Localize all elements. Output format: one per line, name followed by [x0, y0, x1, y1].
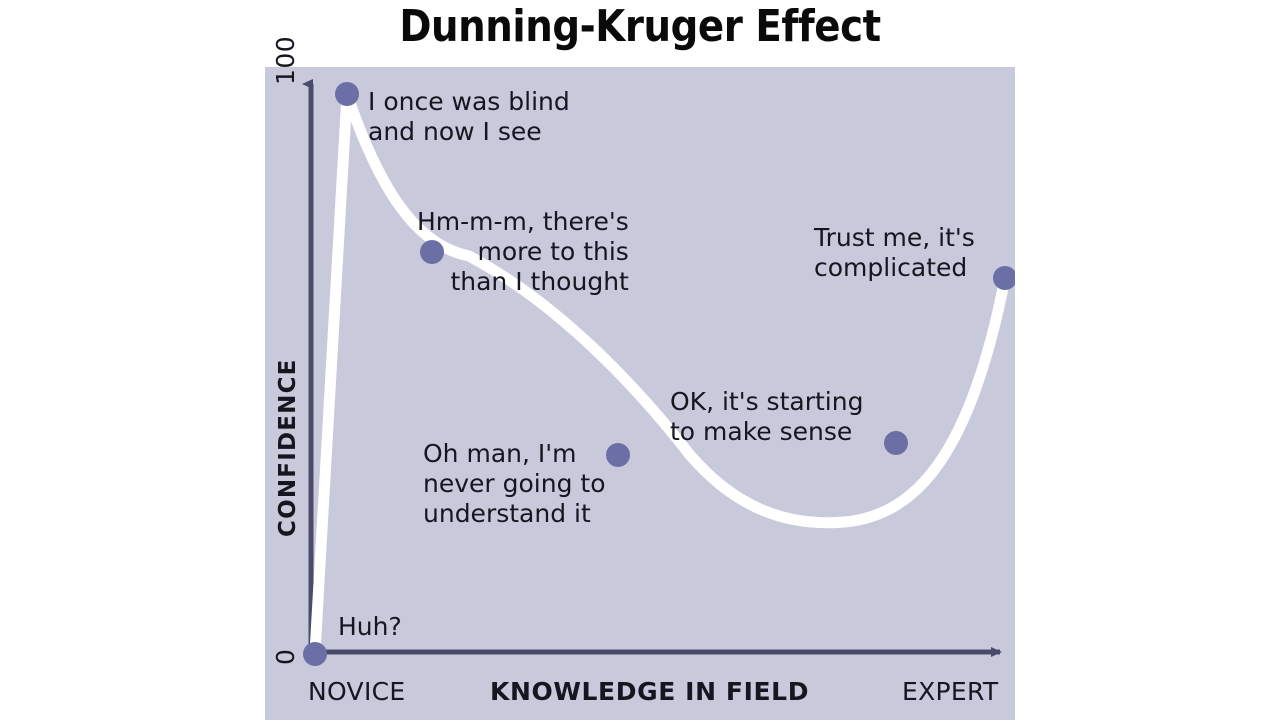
confidence-curve	[309, 88, 1011, 658]
y-axis-tick-0: 0	[271, 649, 300, 665]
annotation-recovery: OK, it's starting to make sense	[670, 387, 864, 446]
plot-canvas	[302, 79, 1015, 666]
x-axis-label-novice: NOVICE	[308, 677, 406, 706]
y-axis-title: CONFIDENCE	[275, 358, 301, 537]
x-axis-title: KNOWLEDGE IN FIELD	[490, 677, 810, 706]
data-point-peak	[335, 82, 359, 106]
annotation-expert: Trust me, it's complicated	[814, 223, 975, 282]
y-axis-tick-100: 100	[271, 35, 300, 85]
page-title: Dunning-Kruger Effect	[399, 1, 881, 52]
data-point-recovery	[884, 431, 908, 455]
data-point-expert	[993, 266, 1015, 290]
annotation-peak: I once was blind and now I see	[368, 87, 570, 146]
data-point-origin	[303, 642, 327, 666]
annotation-origin: Huh?	[338, 612, 402, 641]
x-axis-label-expert: EXPERT	[902, 677, 999, 706]
data-point-descent	[420, 240, 444, 264]
data-point-valley	[606, 443, 630, 467]
plot-panel: 100 0 CONFIDENCE NOVICE KNOWLEDGE IN FIE…	[265, 36, 1015, 720]
annotation-valley: Oh man, I'm never going to understand it	[423, 439, 606, 528]
annotation-descent: Hm-m-m, there's more to this than I thou…	[417, 207, 629, 296]
